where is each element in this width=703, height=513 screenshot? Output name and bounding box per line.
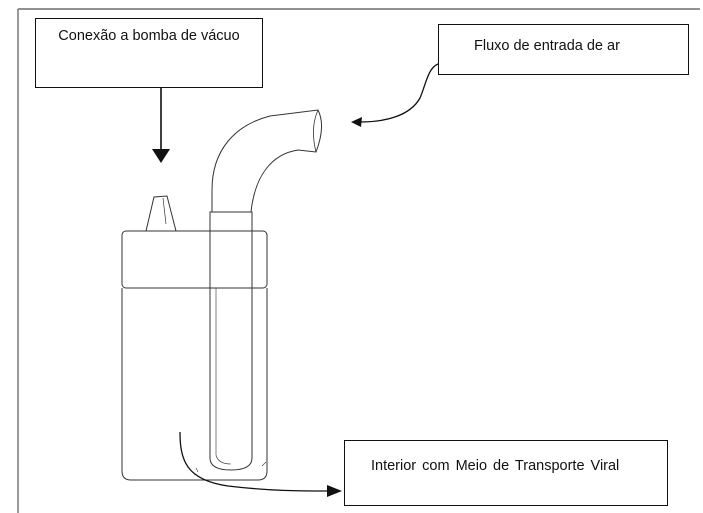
label-air-inflow: Fluxo de entrada de ar [438,24,689,75]
bottle-body [121,288,268,481]
vacuum-arrow [152,88,170,163]
air-inflow-arrow [351,63,439,127]
vacuum-connector-nozzle [145,195,177,232]
label-viral-transport-medium: Interior com Meio de Transporte Viral [344,440,668,506]
tube-collar [209,211,253,232]
medium-arrow [179,431,342,497]
figure-frame [17,8,700,513]
bottle-cap [121,230,268,289]
label-vacuum-pump-connection: Conexão a bomba de vácuo [35,18,263,88]
sampling-bottle [121,109,322,481]
air-inlet-tube [211,109,322,213]
dip-tube [209,231,253,471]
